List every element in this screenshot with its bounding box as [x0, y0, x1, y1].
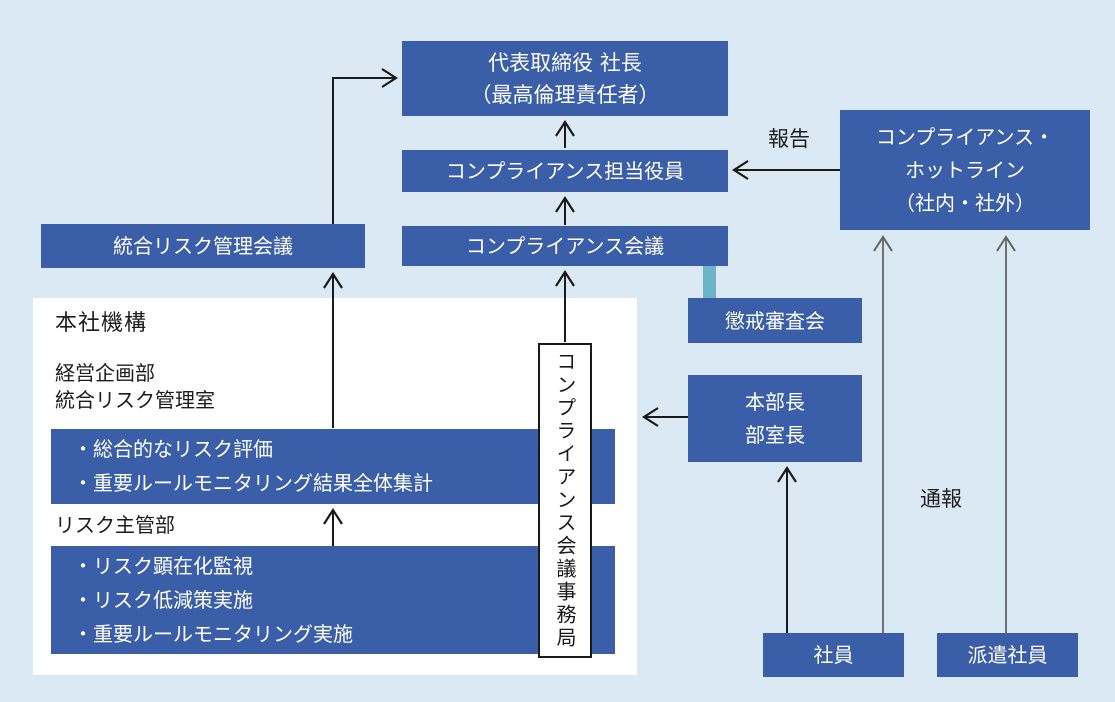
edge-label-report: 報告 — [768, 127, 810, 151]
node-temp-employee-label: 派遣社員 — [967, 643, 1048, 667]
risk-task-item: ・リスク低減策実施 — [73, 588, 253, 612]
node-president-line1: 代表取締役 社長 — [488, 50, 642, 75]
node-hotline-line1: コンプライアンス・ — [875, 124, 1055, 149]
arrow-riskmeeting-to-president — [332, 68, 399, 224]
connector-meeting-to-disciplinary — [703, 262, 716, 300]
node-president: 代表取締役 社長 （最高倫理責任者） — [402, 41, 728, 116]
node-employee-label: 社員 — [813, 643, 854, 667]
edge-label-whistleblow: 通報 — [920, 487, 962, 511]
head-office-title: 本社機構 — [55, 311, 148, 336]
node-employee: 社員 — [763, 633, 904, 677]
dept-planning-line1: 経営企画部 — [55, 361, 155, 385]
planning-task-item: ・総合的なリスク評価 — [73, 437, 273, 461]
node-division-heads-line2: 部室長 — [745, 422, 805, 447]
dept-planning-label: 経営企画部 統合リスク管理室 — [55, 360, 215, 414]
node-integrated-risk-meeting-label: 統合リスク管理会議 — [113, 234, 293, 258]
node-compliance-officer: コンプライアンス担当役員 — [402, 150, 728, 192]
risk-task-item: ・リスク顕在化監視 — [73, 554, 253, 578]
dept-planning-line2: 統合リスク管理室 — [55, 388, 215, 412]
node-disciplinary-committee-label: 懲戒審査会 — [725, 308, 825, 333]
planning-task-item: ・重要ルールモニタリング結果全体集計 — [73, 471, 433, 495]
node-secretariat-label: コンプライアンス会議事務局 — [553, 351, 577, 650]
node-compliance-hotline: コンプライアンス・ ホットライン （社内・社外） — [840, 110, 1090, 230]
node-compliance-meeting-secretariat: コンプライアンス会議事務局 — [538, 343, 592, 658]
node-temp-employee: 派遣社員 — [937, 633, 1078, 677]
node-president-line2: （最高倫理責任者） — [470, 82, 660, 107]
node-compliance-meeting: コンプライアンス会議 — [402, 226, 728, 266]
node-hotline-line2: ホットライン — [905, 157, 1025, 182]
head-office-panel: 本社機構 経営企画部 統合リスク管理室 ・総合的なリスク評価 ・重要ルールモニタ… — [33, 298, 637, 675]
node-compliance-meeting-label: コンプライアンス会議 — [465, 234, 665, 258]
risk-task-item: ・重要ルールモニタリング実施 — [73, 622, 353, 646]
node-division-heads-line1: 本部長 — [745, 389, 805, 414]
node-division-heads: 本部長 部室長 — [688, 375, 862, 462]
node-disciplinary-committee: 懲戒審査会 — [688, 298, 862, 343]
dept-risk-label: リスク主管部 — [55, 513, 175, 537]
node-hotline-line3: （社内・社外） — [895, 190, 1035, 215]
risk-tasks-box: ・リスク顕在化監視 ・リスク低減策実施 ・重要ルールモニタリング実施 — [51, 546, 615, 654]
planning-tasks-box: ・総合的なリスク評価 ・重要ルールモニタリング結果全体集計 — [51, 429, 615, 504]
node-compliance-officer-label: コンプライアンス担当役員 — [445, 159, 685, 183]
node-integrated-risk-meeting: 統合リスク管理会議 — [41, 224, 365, 268]
